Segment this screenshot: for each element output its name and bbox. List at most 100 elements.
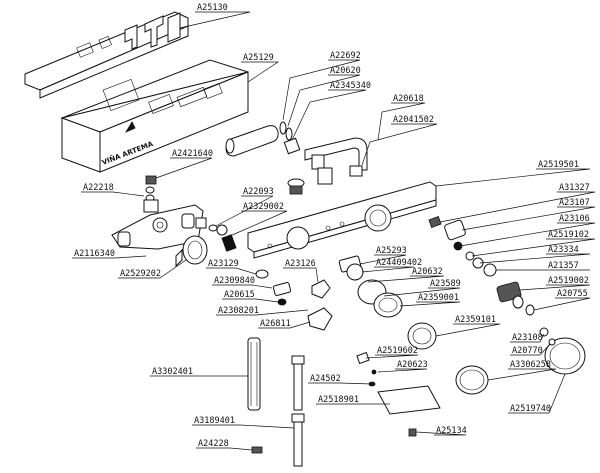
part-label-a22692: A22692 [330,51,361,61]
leader-line-a20623 [377,368,428,373]
leader-line-a2329002 [229,210,288,237]
cartridge-part [175,235,208,268]
small-fitting-parts [143,175,159,213]
part-label-a2519102: A2519102 [548,230,589,240]
centre-valve-parts [338,255,437,350]
part-label-a2519602: A2519602 [377,346,418,356]
leader-line-a2529202 [118,259,187,279]
leader-line-a23108 [510,333,545,343]
mixer-block-part [111,204,207,250]
part-label-a2519501: A2519501 [538,160,579,170]
leader-line-a3306258 [487,368,557,381]
back-plate-part [24,11,189,99]
pin-part [408,428,417,437]
leader-line-a20620 [287,74,361,127]
part-label-a2518901: A2518901 [318,395,359,405]
part-label-a2308201: A2308201 [218,306,259,316]
leader-line-a25293 [359,254,407,265]
leader-line-a22218 [81,191,145,197]
leader-line-a25134 [415,431,467,436]
leader-line-a24228 [196,447,253,451]
part-label-a31327: A31327 [559,183,590,193]
right-valve-parts [428,216,535,316]
leader-line-a20770 [510,343,551,356]
part-label-a23334: A23334 [548,245,579,255]
part-label-a2116340: A2116340 [74,249,115,259]
valve-parts-a22093 [208,224,237,252]
part-label-a20620: A20620 [330,66,361,76]
leader-line-a23129 [206,267,257,275]
leader-line-a23126 [283,267,319,283]
shelf-part [356,351,441,415]
part-label-a23106: A23106 [559,214,590,224]
part-label-a22218: A22218 [83,183,114,193]
part-label-a20623: A20623 [397,360,428,370]
leader-line-a25130 [179,11,251,29]
part-label-a3306258: A3306258 [510,360,551,370]
part-label-a20755: A20755 [557,289,588,299]
part-label-a22093: A22093 [243,187,274,197]
leader-line-a2359101 [435,323,501,337]
hand-shower-part [247,337,261,411]
leader-line-a2519102 [471,238,596,257]
leader-line-a2308201 [216,309,309,316]
part-label-a3302401: A3302401 [152,367,193,377]
part-label-a23129: A23129 [208,259,239,269]
part-label-a24228: A24228 [198,439,229,449]
leader-line-a23106 [459,222,596,247]
leader-line-a2116340 [72,255,147,259]
leader-line-a26811 [258,321,311,329]
part-label-a23108: A23108 [512,333,543,343]
part-label-a2309840: A2309840 [214,276,255,286]
leader-line-a23107 [461,206,596,231]
leader-line-a2519740 [508,373,566,414]
slider-rod-part [291,355,305,411]
part-label-a25134: A25134 [436,426,467,436]
leader-line-a20615 [222,298,279,303]
screw-part [251,446,263,454]
part-label-a2519002: A2519002 [548,276,589,286]
leader-line-a20755 [533,297,591,311]
spout-rings [279,121,301,155]
part-label-a24502: A24502 [310,374,341,384]
part-label-a25130: A25130 [197,3,228,13]
part-label-a3189401: A3189401 [194,416,235,426]
leader-line-a23589 [383,287,461,297]
leader-line-a22692 [282,59,361,121]
part-label-a20770: A20770 [512,346,543,356]
knob-parts [455,327,586,395]
part-label-a23126: A23126 [285,259,316,269]
leader-line-a22093 [215,195,274,227]
leader-line-a2309840 [212,284,273,289]
part-label-a20618: A20618 [393,94,424,104]
leader-line-a25129 [241,61,280,83]
part-label-a2519740: A2519740 [510,404,551,414]
part-label-a26811: A26811 [260,319,291,329]
part-label-a2359001: A2359001 [418,293,459,303]
leader-line-a23334 [479,253,591,264]
part-label-a2359101: A2359101 [455,315,496,325]
part-label-a2345340: A2345340 [330,81,371,91]
part-label-a25129: A25129 [243,53,274,63]
front-plate-part [247,181,437,259]
part-label-a20615: A20615 [224,290,255,300]
part-label-a21357: A21357 [548,261,579,271]
curved-pipe-part [287,137,368,195]
bottom-rod-part [291,413,305,467]
leader-line-a2359001 [399,301,461,307]
leader-line-a3189401 [192,424,295,429]
part-label-a20632: A20632 [412,267,443,277]
main-body-part: VIÑA ARTEMA [60,59,249,173]
part-label-a2041502: A2041502 [393,115,434,125]
part-label-a2421640: A2421640 [172,149,213,159]
leader-line-a20618 [377,102,426,141]
part-label-a2329002: A2329002 [243,202,284,212]
leader-line-a2041502 [361,123,438,166]
leader-line-a20632 [367,275,445,283]
leader-line-a24502 [308,382,373,385]
leader-line-a2519501 [435,168,591,187]
part-label-a25293: A25293 [376,246,407,256]
leader-line-a24409402 [361,266,415,273]
